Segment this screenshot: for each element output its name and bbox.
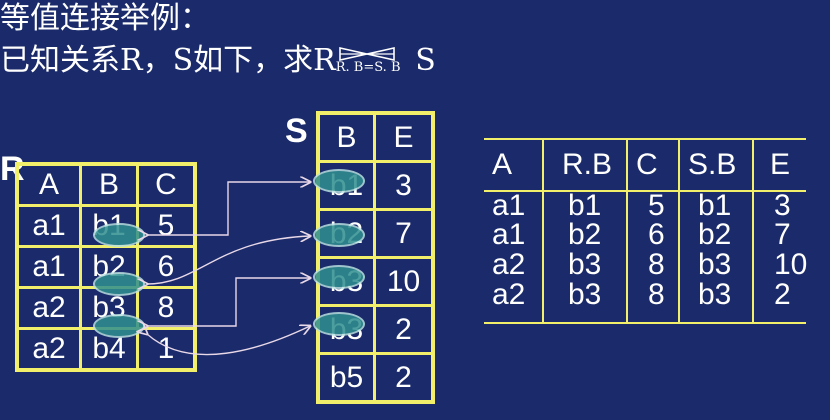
join-symbol: R. B=S. B — [336, 44, 406, 78]
relation-s-table: B E b1 3 b2 7 b3 10 b3 2 b5 2 — [316, 111, 435, 404]
table-cell: 6 — [136, 245, 197, 289]
table-cell: 8 — [648, 248, 665, 281]
column-header: S.B — [688, 148, 737, 181]
table-cell: 10 — [774, 248, 808, 281]
table-cell: 3 — [774, 189, 791, 222]
column-header: E — [373, 111, 435, 163]
column-divider — [752, 138, 754, 324]
table-cell: b2 — [698, 218, 732, 251]
table-cell: a1 — [15, 204, 82, 248]
table-cell: a1 — [492, 189, 526, 222]
table-cell: 5 — [136, 204, 197, 248]
table-cell: a1 — [15, 245, 82, 289]
column-header: B — [79, 162, 139, 207]
column-header: R.B — [562, 148, 613, 181]
match-highlight — [93, 272, 145, 296]
table-cell: b3 — [568, 278, 602, 311]
table-cell: a2 — [15, 286, 82, 330]
column-divider — [626, 138, 628, 324]
table-cell: 8 — [648, 278, 665, 311]
rule-line — [484, 190, 806, 192]
table-cell: 2 — [774, 278, 791, 311]
bowtie-icon — [338, 47, 395, 61]
relation-r-table: A B C a1 b1 5 a1 b2 6 a2 b3 8 a2 b4 1 — [15, 162, 197, 372]
column-divider — [542, 138, 544, 324]
column-divider — [678, 138, 680, 324]
rule-line — [484, 322, 806, 324]
table-cell: b2 — [568, 218, 602, 251]
column-header: E — [770, 148, 791, 181]
problem-prefix: 已知关系R，S如下，求R — [0, 43, 336, 78]
table-cell: 8 — [136, 286, 197, 330]
table-cell: 7 — [373, 208, 435, 259]
column-header: C — [136, 162, 197, 207]
table-cell: 6 — [648, 218, 665, 251]
table-cell: 5 — [648, 189, 665, 222]
table-header-row: A B C — [15, 162, 197, 207]
table-cell: 1 — [136, 327, 197, 372]
table-cell: 7 — [774, 218, 791, 251]
table-cell: b3 — [698, 248, 732, 281]
table-header-row: B E — [316, 111, 435, 163]
column-header: C — [636, 148, 658, 181]
column-header: B — [316, 111, 376, 163]
table-row: b5 2 — [316, 352, 435, 404]
table-cell: 10 — [373, 256, 435, 307]
table-cell: b1 — [568, 189, 602, 222]
table-cell: a1 — [492, 218, 526, 251]
column-header: A — [492, 148, 513, 181]
problem-suffix: S — [405, 43, 436, 78]
table-cell: 3 — [373, 160, 435, 211]
slide-title: 等值连接举例： — [0, 1, 210, 36]
table-cell: 2 — [373, 352, 435, 404]
match-highlight — [93, 314, 145, 338]
column-header: A — [15, 162, 82, 207]
join-condition: R. B=S. B — [335, 60, 401, 75]
table-cell: a2 — [15, 327, 82, 372]
table-cell: a2 — [492, 248, 526, 281]
table-cell: b5 — [316, 352, 376, 404]
table-cell: 2 — [373, 304, 435, 355]
table-cell: b3 — [568, 248, 602, 281]
match-highlight — [313, 312, 365, 336]
table-cell: b3 — [698, 278, 732, 311]
table-cell: b1 — [698, 189, 732, 222]
rule-line — [484, 138, 806, 140]
relation-s-label: S — [285, 112, 308, 150]
match-highlight — [313, 169, 365, 193]
match-highlight — [313, 223, 365, 247]
match-highlight — [313, 265, 365, 289]
table-cell: a2 — [492, 278, 526, 311]
match-highlight — [93, 223, 145, 247]
